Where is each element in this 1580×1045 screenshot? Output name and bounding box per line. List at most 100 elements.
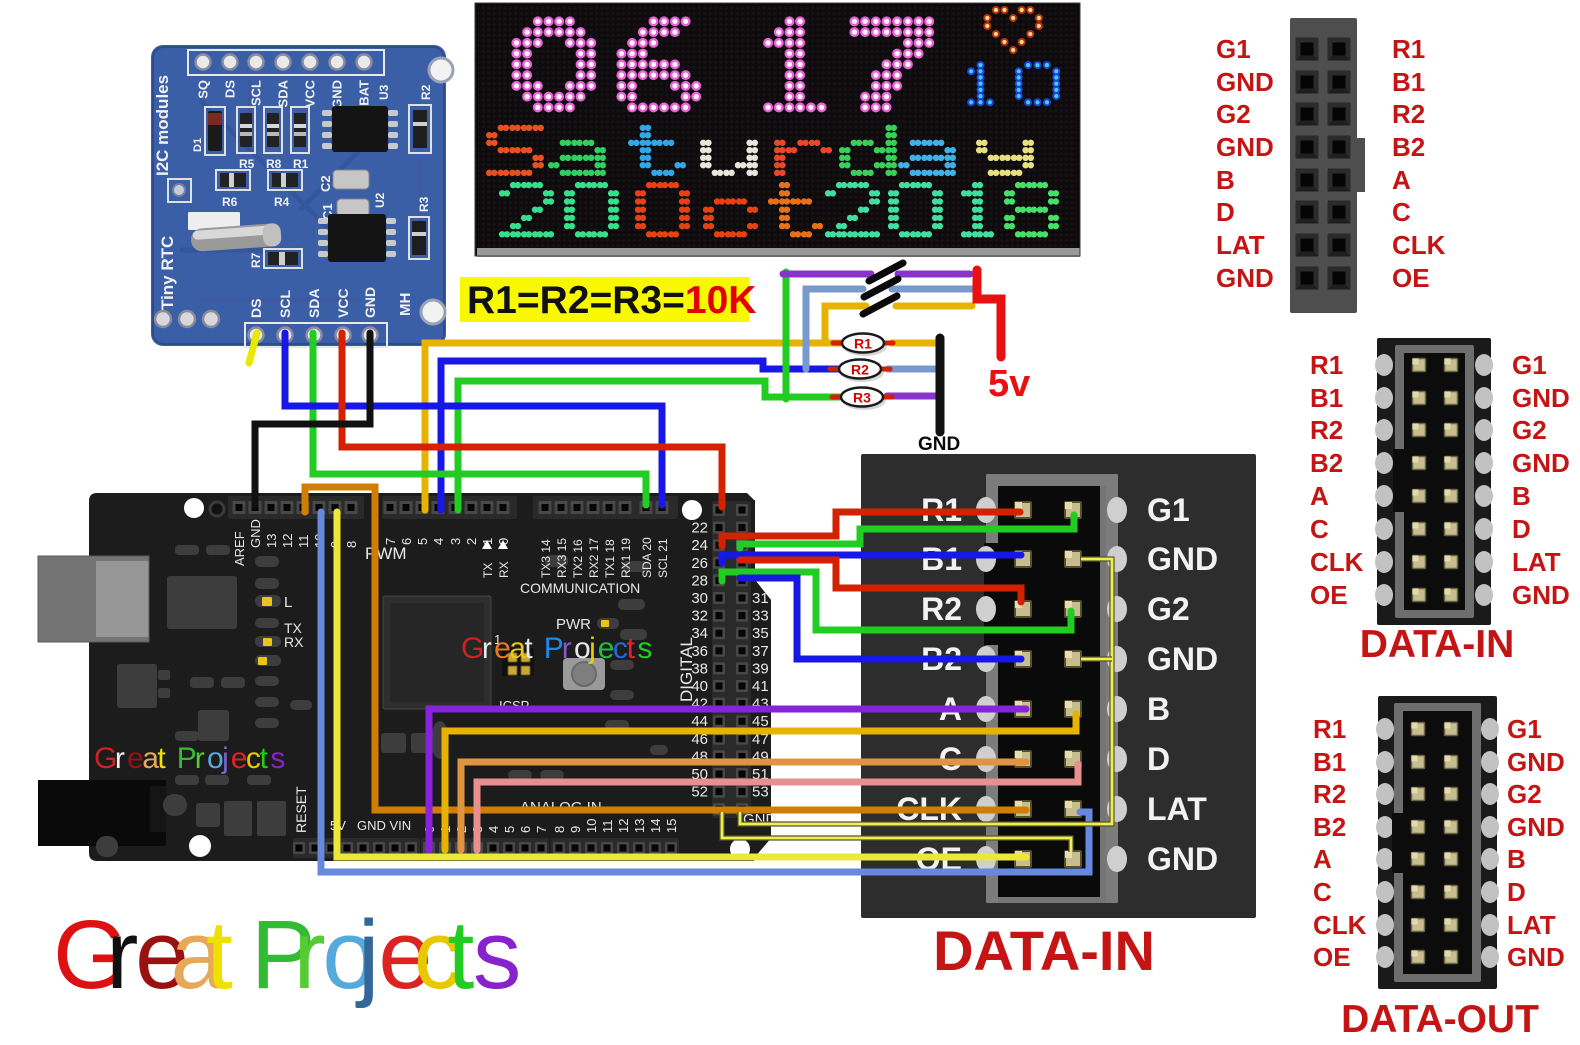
- svg-text:t: t: [627, 632, 636, 665]
- svg-text:e: e: [231, 742, 248, 775]
- svg-text:TX: TX: [481, 563, 495, 578]
- svg-text:RX: RX: [497, 561, 511, 578]
- svg-text:24: 24: [691, 537, 708, 554]
- svg-text:DIGITAL: DIGITAL: [677, 637, 696, 702]
- svg-text:R3: R3: [417, 196, 431, 212]
- svg-text:PWM: PWM: [365, 544, 407, 563]
- svg-text:s: s: [637, 632, 652, 665]
- svg-text:SDA 20: SDA 20: [640, 537, 654, 578]
- svg-text:5: 5: [415, 538, 430, 545]
- svg-text:13: 13: [632, 819, 647, 833]
- svg-text:35: 35: [752, 625, 769, 642]
- svg-text:P: P: [177, 742, 197, 775]
- svg-text:B2: B2: [1392, 132, 1425, 162]
- svg-text:GND: GND: [1512, 448, 1570, 478]
- svg-text:e: e: [378, 900, 432, 1009]
- svg-text:11: 11: [296, 535, 311, 549]
- svg-text:B1: B1: [1310, 383, 1343, 413]
- svg-text:GND: GND: [362, 287, 378, 318]
- svg-text:GND: GND: [1507, 812, 1565, 842]
- svg-text:R2: R2: [1310, 415, 1343, 445]
- svg-text:B: B: [1147, 691, 1170, 727]
- svg-text:12: 12: [280, 534, 295, 548]
- svg-text:L: L: [284, 594, 292, 611]
- svg-text:4: 4: [486, 826, 501, 833]
- svg-text:B1: B1: [1392, 67, 1425, 97]
- svg-text:52: 52: [691, 784, 708, 801]
- svg-text:G1: G1: [1216, 34, 1251, 64]
- svg-text:BAT: BAT: [357, 80, 372, 106]
- svg-text:e: e: [127, 742, 144, 775]
- svg-text:o: o: [207, 742, 224, 775]
- svg-text:TX: TX: [284, 620, 303, 636]
- svg-text:SQ: SQ: [196, 80, 211, 99]
- svg-text:32: 32: [691, 608, 708, 625]
- svg-text:s: s: [473, 900, 522, 1009]
- svg-text:o: o: [574, 632, 591, 665]
- svg-text:LAT: LAT: [1512, 547, 1561, 577]
- svg-text:A: A: [1313, 844, 1332, 874]
- svg-text:VCC: VCC: [335, 288, 351, 318]
- svg-text:4: 4: [431, 538, 446, 545]
- svg-text:B: B: [1216, 165, 1235, 195]
- svg-text:53: 53: [752, 784, 769, 801]
- svg-text:5: 5: [502, 826, 517, 833]
- svg-text:A: A: [1310, 481, 1329, 511]
- svg-text:e: e: [135, 900, 189, 1009]
- svg-text:SDA: SDA: [276, 79, 291, 107]
- svg-text:GND: GND: [1147, 841, 1218, 877]
- svg-text:R5: R5: [239, 157, 255, 171]
- svg-text:47: 47: [752, 731, 769, 748]
- svg-text:GND: GND: [1147, 541, 1218, 577]
- svg-text:r: r: [482, 632, 492, 665]
- svg-text:OE: OE: [1392, 263, 1430, 293]
- svg-text:41: 41: [752, 678, 769, 695]
- svg-text:R6: R6: [222, 195, 238, 209]
- svg-text:VCC: VCC: [303, 79, 318, 107]
- svg-text:t: t: [157, 742, 166, 775]
- svg-text:DS: DS: [223, 80, 238, 98]
- svg-text:SCL 21: SCL 21: [656, 538, 670, 578]
- svg-text:5v: 5v: [988, 363, 1030, 405]
- svg-text:GND: GND: [1512, 580, 1570, 610]
- svg-text:6: 6: [399, 538, 414, 545]
- svg-text:G2: G2: [1216, 99, 1251, 129]
- svg-text:B1: B1: [921, 541, 962, 577]
- svg-text:13: 13: [264, 534, 279, 548]
- svg-text:G2: G2: [1512, 415, 1547, 445]
- svg-text:B1: B1: [1313, 747, 1346, 777]
- svg-text:RX3 15: RX3 15: [555, 538, 569, 578]
- svg-text:GND: GND: [1147, 641, 1218, 677]
- svg-text:OE: OE: [1313, 942, 1351, 972]
- svg-text:P: P: [251, 900, 316, 1009]
- svg-text:R8: R8: [266, 157, 282, 171]
- svg-text:R4: R4: [274, 195, 290, 209]
- svg-text:36: 36: [691, 643, 708, 660]
- svg-text:LAT: LAT: [1147, 791, 1207, 827]
- svg-text:B: B: [1512, 481, 1531, 511]
- svg-text:R3: R3: [853, 390, 871, 406]
- svg-text:G2: G2: [1507, 779, 1542, 809]
- svg-text:c: c: [246, 742, 261, 775]
- svg-text:GND: GND: [248, 519, 263, 548]
- svg-text:r: r: [195, 742, 205, 775]
- svg-text:D: D: [1512, 514, 1531, 544]
- svg-text:LAT: LAT: [1216, 230, 1265, 260]
- svg-text:a: a: [171, 900, 225, 1009]
- svg-text:s: s: [270, 742, 285, 775]
- svg-text:G1: G1: [1147, 492, 1190, 528]
- svg-text:G: G: [53, 900, 128, 1009]
- svg-text:t: t: [260, 742, 269, 775]
- svg-text:39: 39: [752, 660, 769, 677]
- svg-text:1: 1: [494, 632, 501, 647]
- svg-text:A: A: [1392, 165, 1411, 195]
- svg-text:c: c: [414, 900, 463, 1009]
- svg-text:GND: GND: [1216, 263, 1274, 293]
- svg-text:TX2 16: TX2 16: [571, 539, 585, 578]
- svg-text:I2C modules: I2C modules: [153, 75, 172, 176]
- svg-text:Tiny RTC: Tiny RTC: [158, 236, 177, 310]
- svg-text:R7: R7: [249, 252, 263, 268]
- svg-text:r: r: [293, 900, 325, 1009]
- svg-text:R1=R2=R3=10K: R1=R2=R3=10K: [467, 279, 756, 322]
- svg-text:OE: OE: [1310, 580, 1348, 610]
